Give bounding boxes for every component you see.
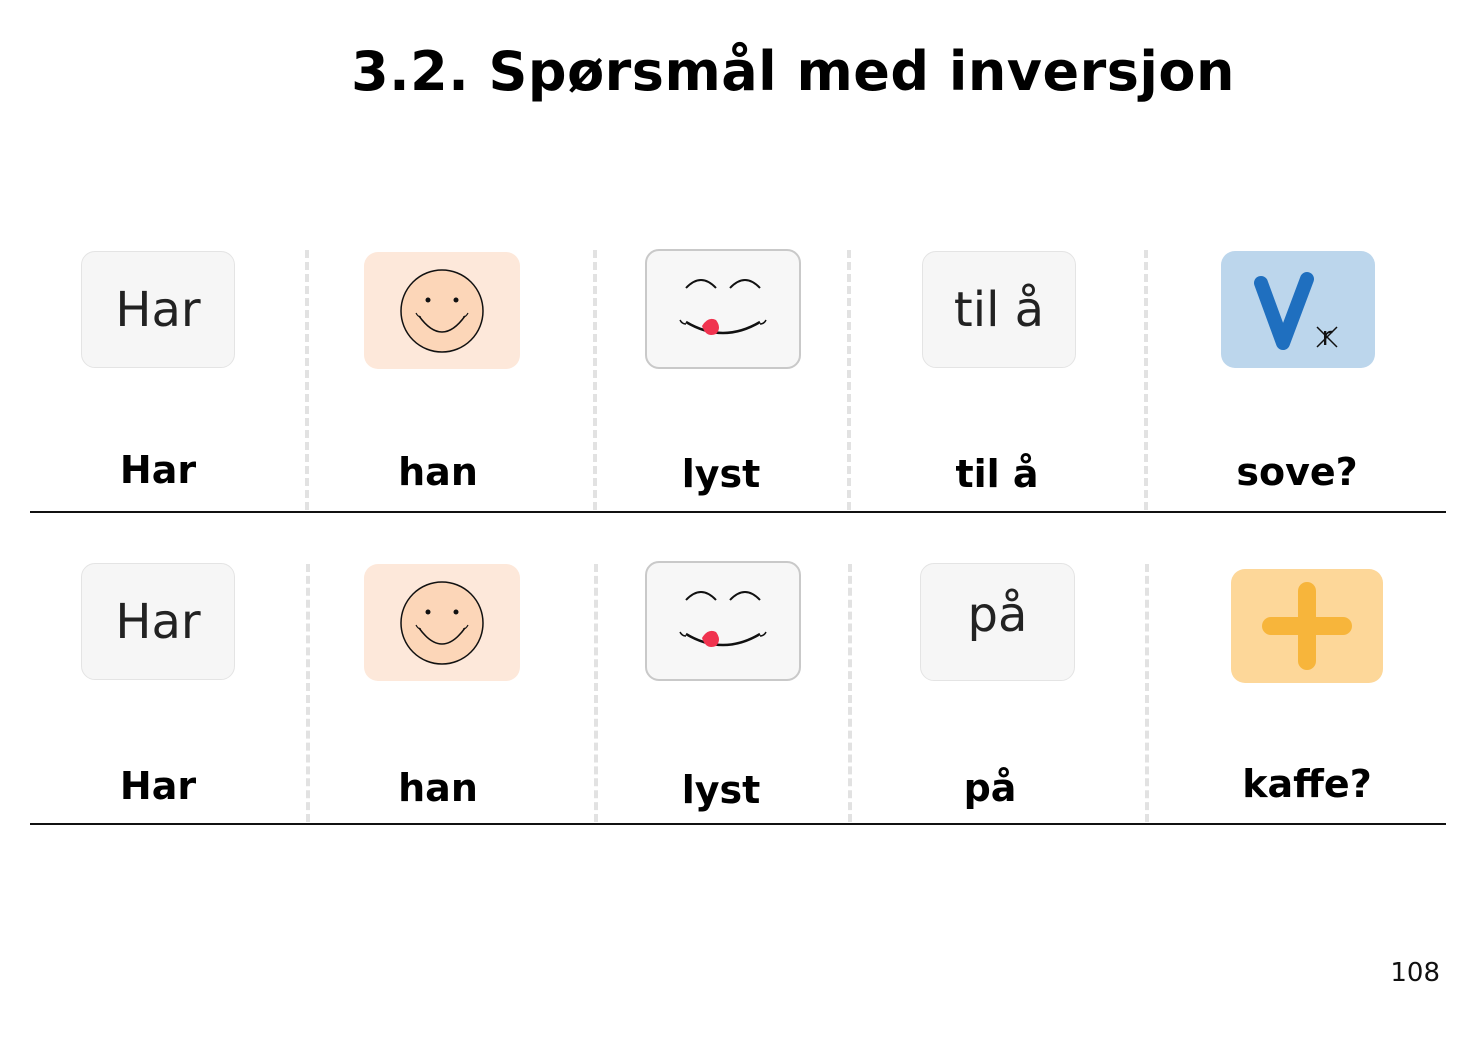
page-number: 108 — [1390, 958, 1440, 988]
smiley-face-icon — [400, 268, 484, 353]
symbol-card-til-a: til å — [922, 251, 1076, 368]
word-kaffe: kaffe? — [1242, 762, 1372, 806]
smiley-face-icon — [400, 580, 484, 665]
page-title: 3.2. Spørsmål med inversjon — [351, 40, 1235, 103]
word-sove: sove? — [1236, 450, 1358, 494]
column-separator — [1145, 564, 1149, 822]
yummy-face-icon — [679, 591, 767, 647]
column-separator — [305, 250, 309, 510]
card-label: til å — [953, 281, 1045, 338]
column-separator — [594, 564, 598, 822]
symbol-card-har: Har — [81, 563, 235, 680]
word-lyst: lyst — [681, 452, 761, 496]
word-han: han — [398, 766, 478, 810]
card-label: Har — [115, 281, 201, 338]
word-har: Har — [119, 764, 197, 808]
card-label: på — [967, 587, 1028, 643]
column-separator — [306, 564, 310, 822]
yummy-face-icon — [679, 279, 767, 335]
symbol-card-sove: r — [1221, 251, 1375, 368]
word-til-a: til å — [955, 452, 1039, 496]
symbol-card-lyst — [645, 561, 801, 681]
writing-line — [30, 511, 1446, 513]
verb-v-icon: r — [1254, 271, 1338, 352]
column-separator — [1144, 250, 1148, 510]
word-pa: på — [963, 766, 1017, 810]
column-separator — [593, 250, 597, 510]
column-separator — [847, 250, 851, 510]
symbol-card-kaffe — [1231, 569, 1383, 683]
verb-mark: r — [1322, 322, 1333, 352]
symbol-card-har: Har — [81, 251, 235, 368]
card-label: Har — [115, 593, 201, 650]
symbol-card-pa: på — [920, 563, 1075, 681]
symbol-card-han — [364, 564, 520, 681]
writing-line — [30, 823, 1446, 825]
word-lyst: lyst — [681, 768, 761, 812]
symbol-card-lyst — [645, 249, 801, 369]
plus-icon — [1262, 582, 1352, 670]
symbol-card-han — [364, 252, 520, 369]
word-har: Har — [119, 448, 197, 492]
column-separator — [848, 564, 852, 822]
word-han: han — [398, 450, 478, 494]
